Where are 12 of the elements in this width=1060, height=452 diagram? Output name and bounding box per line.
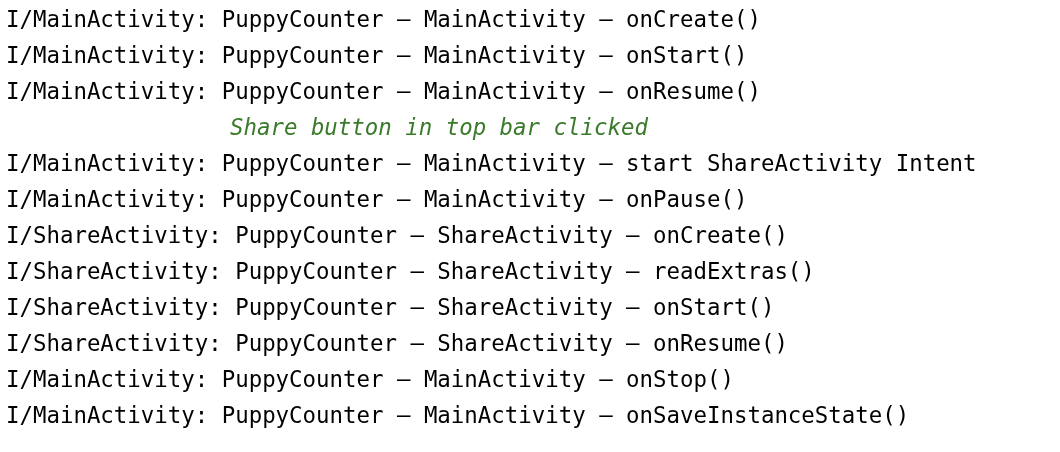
log-line: I/MainActivity: PuppyCounter – MainActivity – onCreate() xyxy=(6,5,761,34)
log-line: I/MainActivity: PuppyCounter – MainActivity – onStop() xyxy=(6,365,734,394)
log-line: I/ShareActivity: PuppyCounter – ShareActivity – onCreate() xyxy=(6,221,788,250)
log-line: I/MainActivity: PuppyCounter – MainActivity – onStart() xyxy=(6,41,748,70)
log-line: I/ShareActivity: PuppyCounter – ShareActivity – onStart() xyxy=(6,293,775,322)
log-line: I/MainActivity: PuppyCounter – MainActivity – onSaveInstanceState() xyxy=(6,401,910,430)
log-line: I/MainActivity: PuppyCounter – MainActivity – onPause() xyxy=(6,185,748,214)
log-line: I/MainActivity: PuppyCounter – MainActivity – onResume() xyxy=(6,77,761,106)
log-line: I/ShareActivity: PuppyCounter – ShareActivity – onResume() xyxy=(6,329,788,358)
log-line: I/MainActivity: PuppyCounter – MainActivity – start ShareActivity Intent xyxy=(6,149,977,178)
log-line: I/ShareActivity: PuppyCounter – ShareActivity – readExtras() xyxy=(6,257,815,286)
log-comment: Share button in top bar clicked xyxy=(230,113,648,142)
